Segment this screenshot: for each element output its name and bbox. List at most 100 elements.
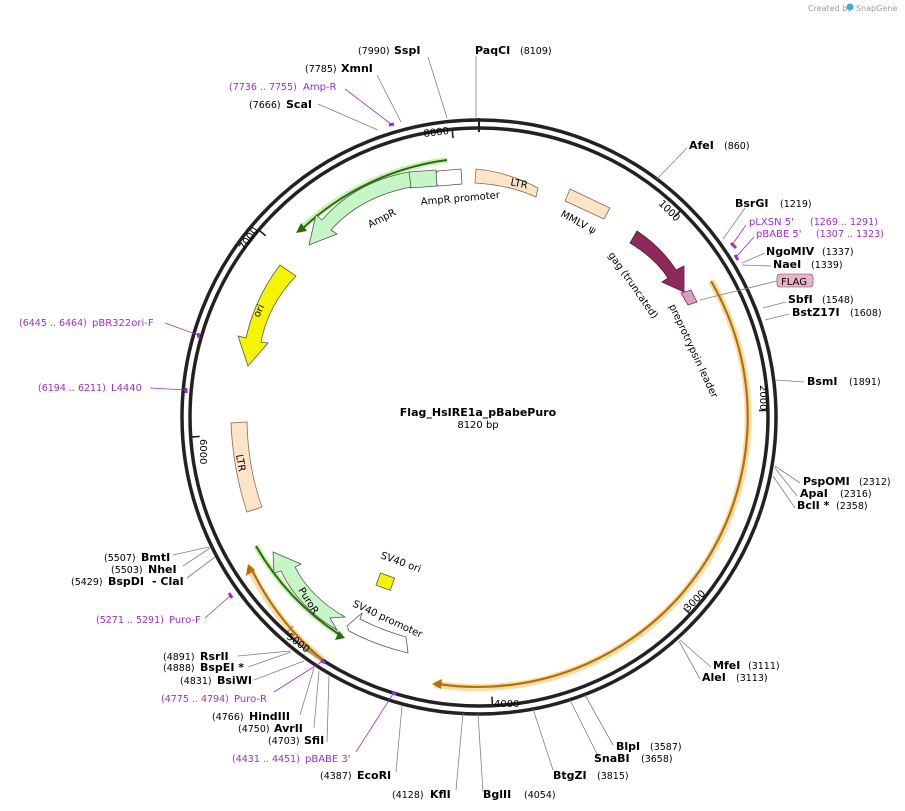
site-avrii[interactable]: AvrII [274,722,303,735]
site-blpi[interactable]: BlpI [616,740,640,753]
ampr-feature[interactable] [308,171,412,246]
sv40-promoter-feature[interactable] [346,611,409,654]
flag-leader-line [699,280,778,301]
primer-pbabe3[interactable]: pBABE 3' [305,754,351,765]
tick-label-4000: 4000 [494,699,519,710]
site-paqci-pos: (8109) [520,46,552,57]
site-alei[interactable]: AleI [702,671,726,684]
primer-ampr[interactable]: Amp-R [303,82,337,93]
site-afei[interactable]: AfeI [689,139,714,152]
site-bglii-pos: (4054) [524,790,556,801]
site-mfei[interactable]: MfeI [713,659,740,672]
site-paqci[interactable]: PaqCI [475,44,510,57]
tick-label-1000: 1000 [656,198,682,224]
site-rsrii[interactable]: RsrII [200,650,229,663]
site-ecori[interactable]: EcoRI [357,769,391,782]
primer-puror[interactable]: Puro-R [234,694,267,705]
site-bsmi[interactable]: BsmI [807,375,838,388]
site-scai[interactable]: ScaI [286,98,312,111]
puror-feature[interactable] [272,551,347,632]
ire1a-orf[interactable] [432,279,752,692]
site-btgzi[interactable]: BtgZI [553,769,587,782]
primer-mark-puror [320,658,326,665]
site-sbfi[interactable]: SbfI [788,293,813,306]
primer-plxsn[interactable]: pLXSN 5' [749,217,794,228]
site-hindiii[interactable]: HindIII [249,710,290,723]
site-bcli-pos: (2358) [836,501,868,512]
preprotrypsin-label: preprotrypsin leader [666,303,720,401]
gag-label: gag (truncated) [606,250,660,321]
site-pspomi[interactable]: PspOMI [803,475,850,488]
site-pspomi-pos: (2312) [859,477,891,488]
site-nhei[interactable]: NheI [148,563,177,576]
site-clai[interactable]: - ClaI [152,575,184,588]
tick-mark [258,229,267,237]
primer-pbabe5[interactable]: pBABE 5' [756,229,802,240]
site-scai-pos: (7666) [249,100,281,111]
site-bstz17i[interactable]: BstZ17I [792,306,840,319]
primer-mark-purof [227,592,234,599]
puro-orf-green[interactable] [253,544,345,640]
primer-pbr322[interactable]: pBR322ori-F [92,318,154,329]
primer-pbabe5-range: (1307 .. 1323) [816,229,884,240]
site-mfei-pos: (3111) [748,661,780,672]
tick-label-8000: 8000 [423,126,450,140]
ori-feature[interactable] [237,264,297,367]
site-ngomiv[interactable]: NgoMIV [766,245,815,258]
site-bsiwi-pos: (4831) [180,676,212,687]
site-bmti-pos: (5507) [104,553,136,564]
ampr-label: AmpR [366,207,398,230]
site-bspdi-pos: (5429) [71,577,103,588]
site-ecori-pos: (4387) [320,771,352,782]
site-sfii-pos: (4703) [268,736,300,747]
tick-mark [674,209,682,218]
site-sspi-pos: (7990) [358,46,390,57]
primer-purof-range: (5271 .. 5291) [96,615,164,626]
site-naei-pos: (1339) [811,260,843,271]
site-alei-pos: (3113) [736,673,768,684]
ltr-top-label: LTR [509,177,528,191]
site-kfli[interactable]: KflI [430,788,451,801]
primer-purof[interactable]: Puro-F [169,615,201,626]
site-bmti[interactable]: BmtI [141,551,170,564]
site-bspei-pos: (4888) [163,663,195,674]
site-kfli-pos: (4128) [392,790,424,801]
site-bspdi[interactable]: BspDI [108,575,144,588]
site-naei[interactable]: NaeI [773,258,801,271]
credit-brand: SnapGene [856,4,897,13]
tick-mark [190,435,200,438]
primer-mark-plxsn [729,241,738,250]
ampr-promoter-label: AmpR promoter [420,190,501,208]
site-sspi[interactable]: SspI [394,44,420,57]
puro-orf-orange[interactable] [245,564,326,663]
ltr-top-feature[interactable] [474,168,539,198]
mmlv-psi-feature[interactable] [564,188,611,220]
flag-tag-box[interactable] [776,273,814,288]
site-afei-pos: (860) [724,141,750,152]
site-nhei-pos: (5503) [111,565,143,576]
primer-mark-pbr322 [196,332,201,339]
site-apai-pos: (2316) [840,489,872,500]
gag-feature[interactable] [629,230,685,293]
ltr-left-feature[interactable] [230,421,263,513]
preprotrypsin-feature[interactable] [680,289,698,306]
primer-mark-pbabe3 [391,691,397,696]
site-xmni[interactable]: XmnI [341,62,373,75]
site-snabi[interactable]: SnaBI [594,752,630,765]
site-bglii[interactable]: BglII [483,788,511,801]
site-sfii[interactable]: SfiI [304,734,324,747]
site-bstz17i-pos: (1608) [850,308,882,319]
sv40-ori-feature[interactable] [375,572,396,591]
site-bspei[interactable]: BspEI * [200,661,244,674]
flag-tag-label: FLAG [781,277,807,288]
tick-label-2000: 2000 [757,385,768,410]
sv40-ori-label: SV40 ori [379,550,422,575]
tick-mark [683,607,691,615]
site-bsiwi[interactable]: BsiWI [217,674,252,687]
ltr-left-label: LTR [233,454,247,473]
site-bsrgi[interactable]: BsrGI [735,197,768,210]
primer-l4440[interactable]: L4440 [111,383,142,394]
site-apai[interactable]: ApaI [800,487,828,500]
site-bcli[interactable]: BclI * [797,499,830,512]
primer-pbr322-range: (6445 .. 6464) [19,318,87,329]
